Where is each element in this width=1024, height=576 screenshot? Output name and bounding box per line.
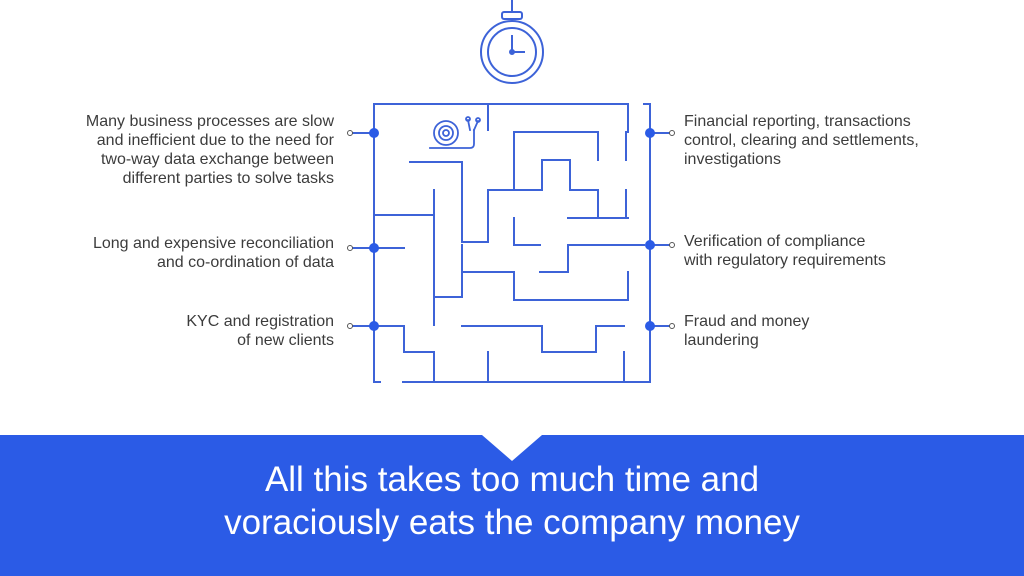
banner-notch	[482, 435, 542, 461]
right-connectors	[649, 132, 671, 327]
snail-icon	[429, 116, 481, 149]
connector-dot-left-1	[369, 128, 379, 138]
connector-dot-left-2	[369, 243, 379, 253]
right-label-3: Fraud and money laundering	[684, 313, 810, 349]
connector-dot-right-2	[645, 240, 655, 250]
left-label-3: KYC and registration of new clients	[186, 313, 334, 349]
connector-end-left-3	[347, 323, 353, 329]
left-label-2: Long and expensive reconciliation and co…	[92, 235, 334, 271]
connector-dot-right-3	[645, 321, 655, 331]
left-connectors	[351, 132, 375, 327]
connector-dot-left-3	[369, 321, 379, 331]
maze-diagram	[347, 0, 675, 383]
right-label-1: Financial reporting, transactions contro…	[684, 113, 919, 168]
connector-dot-right-1	[645, 128, 655, 138]
maze-walls	[373, 103, 651, 383]
left-label-1: Many business processes are slow and ine…	[85, 113, 334, 187]
connector-end-left-1	[347, 130, 353, 136]
banner-text: All this takes too much time and voracio…	[224, 460, 800, 542]
connector-end-right-2	[669, 242, 675, 248]
connector-end-right-3	[669, 323, 675, 329]
stopwatch-icon	[480, 0, 544, 84]
right-label-2: Verification of compliance with regulato…	[684, 233, 886, 269]
connector-end-right-1	[669, 130, 675, 136]
connector-end-left-2	[347, 245, 353, 251]
